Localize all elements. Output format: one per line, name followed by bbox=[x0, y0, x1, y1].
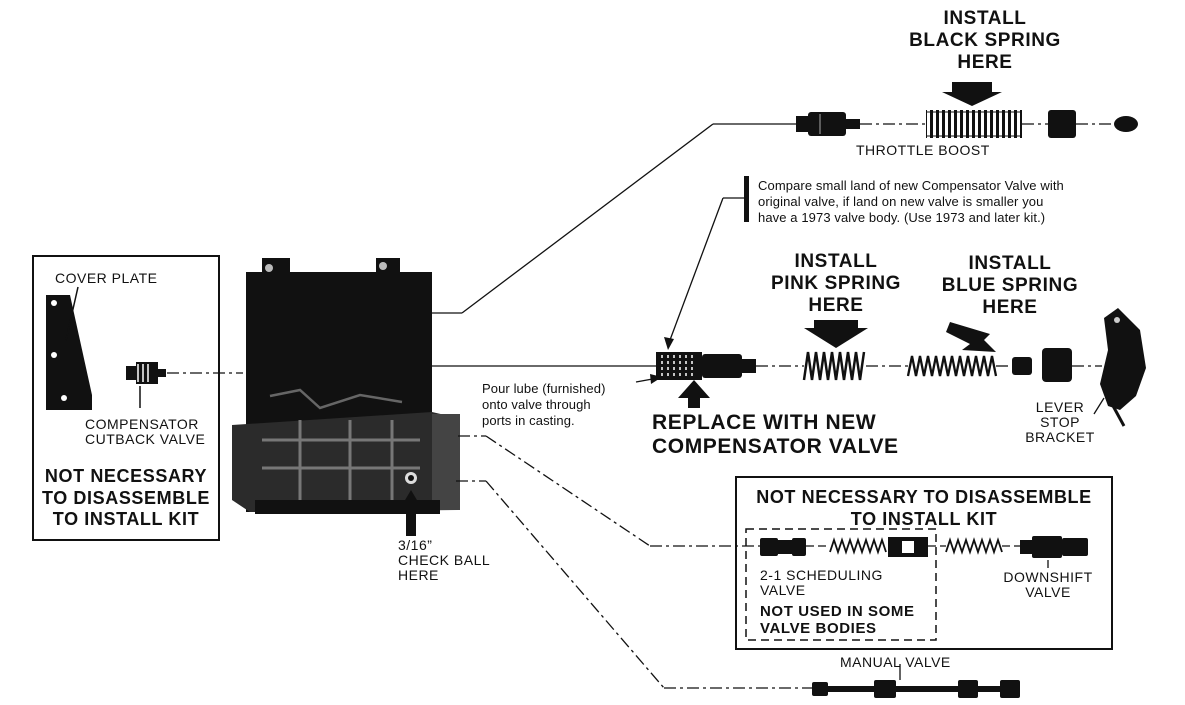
scheduling-valve-label-line1: 2-1 SCHEDULING bbox=[760, 567, 883, 583]
black-spring-arrow-icon bbox=[942, 82, 1002, 106]
manual-valve-label: MANUAL VALVE bbox=[840, 654, 951, 670]
black-spring-label-line1: INSTALL bbox=[943, 8, 1027, 29]
black-spring-label-line2: BLACK SPRING bbox=[909, 29, 1061, 51]
replace-compensator-label-line2: COMPENSATOR VALVE bbox=[652, 435, 899, 459]
check-ball-label: 3/16” CHECK BALL HERE bbox=[398, 537, 491, 584]
scheduling-sleeve-icon bbox=[888, 537, 928, 557]
downshift-valve-label: DOWNSHIFT VALVE bbox=[998, 569, 1098, 601]
throttle-boost-valve-icon bbox=[796, 112, 860, 136]
pink-spring-label: INSTALL PINK SPRING HERE bbox=[754, 251, 918, 318]
compensator-valve-icon bbox=[656, 352, 756, 380]
valve-body-icon bbox=[232, 258, 460, 514]
black-spring-icon bbox=[926, 110, 1022, 138]
compensator-bushing-icon bbox=[1042, 348, 1072, 382]
check-ball-arrow-icon bbox=[398, 490, 424, 536]
lever-stop-bracket-label: LEVER STOP BRACKET bbox=[1010, 399, 1110, 446]
downshift-spring-icon bbox=[945, 537, 1003, 555]
pour-lube-label-line2: onto valve through bbox=[482, 396, 591, 412]
blue-spring-arrow-icon bbox=[946, 322, 996, 352]
pour-lube-label: Pour lube (furnished) onto valve through… bbox=[482, 381, 606, 429]
cutback-valve-label-line1: COMPENSATOR bbox=[85, 416, 199, 432]
pour-lube-label-line1: Pour lube (furnished) bbox=[482, 381, 606, 396]
black-spring-label: INSTALL BLACK SPRING HERE bbox=[900, 8, 1070, 74]
not-used-label: NOT USED IN SOME VALVE BODIES bbox=[760, 603, 915, 638]
compensator-plug-icon bbox=[1012, 357, 1032, 375]
left-box-border bbox=[32, 255, 220, 541]
left-box-note-line1: NOT NECESSARY bbox=[44, 466, 208, 486]
replace-compensator-label: REPLACE WITH NEW COMPENSATOR VALVE bbox=[652, 411, 899, 460]
blue-spring-icon bbox=[906, 355, 998, 377]
scheduling-valve-label: 2-1 SCHEDULING VALVE bbox=[760, 567, 883, 599]
replace-arrow-icon bbox=[678, 380, 710, 408]
cover-plate-label: COVER PLATE bbox=[55, 270, 158, 286]
pink-spring-label-line1: INSTALL bbox=[794, 251, 878, 272]
scheduling-valve-icon bbox=[760, 538, 806, 556]
pink-spring-arrow-icon bbox=[804, 320, 868, 348]
right-box-border bbox=[735, 476, 1113, 650]
compensator-note-line1: Compare small land of new Compensator Va… bbox=[758, 178, 1064, 193]
lever-stop-bracket-icon bbox=[1093, 308, 1146, 427]
pink-spring-label-line2: PINK SPRING bbox=[770, 273, 902, 295]
scheduling-dashed-box bbox=[745, 528, 937, 641]
left-box-note-line3: TO INSTALL KIT bbox=[52, 509, 200, 530]
compensator-note: Compare small land of new Compensator Va… bbox=[758, 178, 1064, 226]
scheduling-spring-icon bbox=[829, 537, 887, 555]
pour-lube-label-line3: ports in casting. bbox=[482, 412, 575, 428]
downshift-valve-label-line2: VALVE bbox=[1025, 584, 1071, 601]
replace-compensator-label-line1: REPLACE WITH NEW bbox=[652, 411, 877, 434]
not-used-label-line2: VALVE BODIES bbox=[760, 619, 877, 637]
right-box-title-line1: NOT NECESSARY TO DISASSEMBLE bbox=[756, 487, 1092, 507]
cutback-valve-label-line2: CUTBACK VALVE bbox=[85, 431, 206, 448]
manual-valve-icon bbox=[812, 680, 1020, 698]
pink-spring-icon bbox=[802, 351, 866, 381]
blue-spring-label-line1: INSTALL bbox=[968, 253, 1052, 274]
lever-stop-bracket-label-line3: BRACKET bbox=[1025, 429, 1095, 446]
check-ball-label-line3: HERE bbox=[398, 567, 439, 584]
throttle-plug-icon bbox=[1048, 110, 1076, 138]
throttle-boost-label: THROTTLE BOOST bbox=[856, 142, 990, 158]
downshift-valve-icon bbox=[1020, 536, 1088, 558]
right-box-title: NOT NECESSARY TO DISASSEMBLE TO INSTALL … bbox=[740, 487, 1108, 530]
pink-spring-label-line3: HERE bbox=[808, 295, 864, 317]
not-used-label-line1: NOT USED IN SOME bbox=[760, 603, 915, 620]
cutback-valve-label: COMPENSATOR CUTBACK VALVE bbox=[85, 416, 206, 448]
blue-spring-label: INSTALL BLUE SPRING HERE bbox=[928, 253, 1092, 320]
lever-stop-bracket-label-line1: LEVER bbox=[1035, 399, 1085, 415]
blue-spring-label-line3: HERE bbox=[982, 297, 1038, 319]
compensator-note-line2: original valve, if land on new valve is … bbox=[758, 193, 1044, 209]
right-box-title-line2: TO INSTALL KIT bbox=[850, 508, 998, 529]
left-box-note: NOT NECESSARY TO DISASSEMBLE TO INSTALL … bbox=[37, 466, 215, 531]
scheduling-valve-label-line2: VALVE bbox=[760, 582, 806, 599]
compensator-note-bar bbox=[744, 176, 749, 222]
check-ball-label-line2: CHECK BALL bbox=[398, 552, 491, 569]
compensator-cutback-valve-icon bbox=[126, 362, 166, 384]
left-box-note-line2: TO DISASSEMBLE bbox=[41, 487, 211, 508]
lever-stop-bracket-label-line2: STOP bbox=[1040, 414, 1080, 431]
blue-spring-label-line2: BLUE SPRING bbox=[941, 275, 1079, 297]
downshift-valve-label-line1: DOWNSHIFT bbox=[1003, 569, 1093, 585]
throttle-cap-icon bbox=[1114, 116, 1138, 132]
check-ball-label-line1: 3/16” bbox=[398, 537, 433, 553]
cover-plate-icon bbox=[46, 295, 92, 410]
black-spring-label-line3: HERE bbox=[957, 51, 1013, 73]
compensator-note-line3: have a 1973 valve body. (Use 1973 and la… bbox=[758, 209, 1046, 225]
